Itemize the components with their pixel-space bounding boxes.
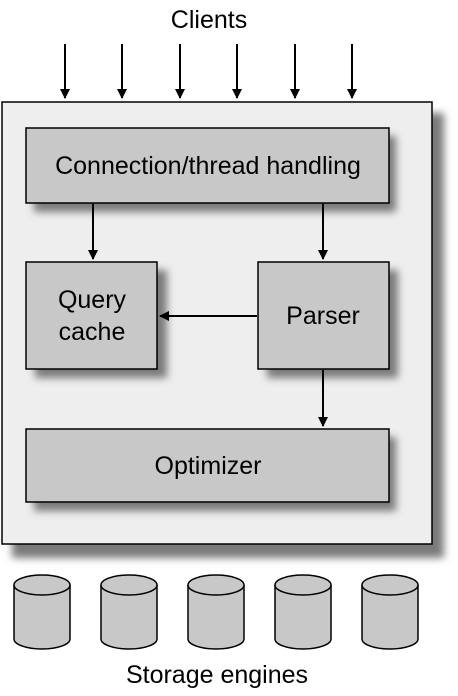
- query-cache-box: [25, 261, 158, 370]
- storage-engine-cylinder: [361, 574, 419, 650]
- storage-engines-label: Storage engines: [126, 661, 308, 689]
- storage-engines: [13, 574, 419, 650]
- query-cache-label-line2: cache: [59, 318, 126, 346]
- flow-arrows: [88, 204, 328, 427]
- parser-label: Parser: [286, 302, 360, 330]
- connection-label: Connection/thread handling: [55, 152, 361, 180]
- storage-engine-cylinder: [13, 574, 71, 650]
- storage-engine-cylinder: [187, 574, 245, 650]
- client-arrows: [60, 44, 357, 99]
- query-cache-label-line1: Query: [58, 286, 127, 314]
- optimizer-label: Optimizer: [155, 452, 262, 480]
- storage-engine-cylinder: [274, 574, 332, 650]
- parser-box: [257, 261, 390, 370]
- optimizer-box: [25, 428, 390, 503]
- clients-label: Clients: [171, 6, 247, 34]
- connection-box: [25, 127, 390, 204]
- storage-engine-cylinder: [100, 574, 158, 650]
